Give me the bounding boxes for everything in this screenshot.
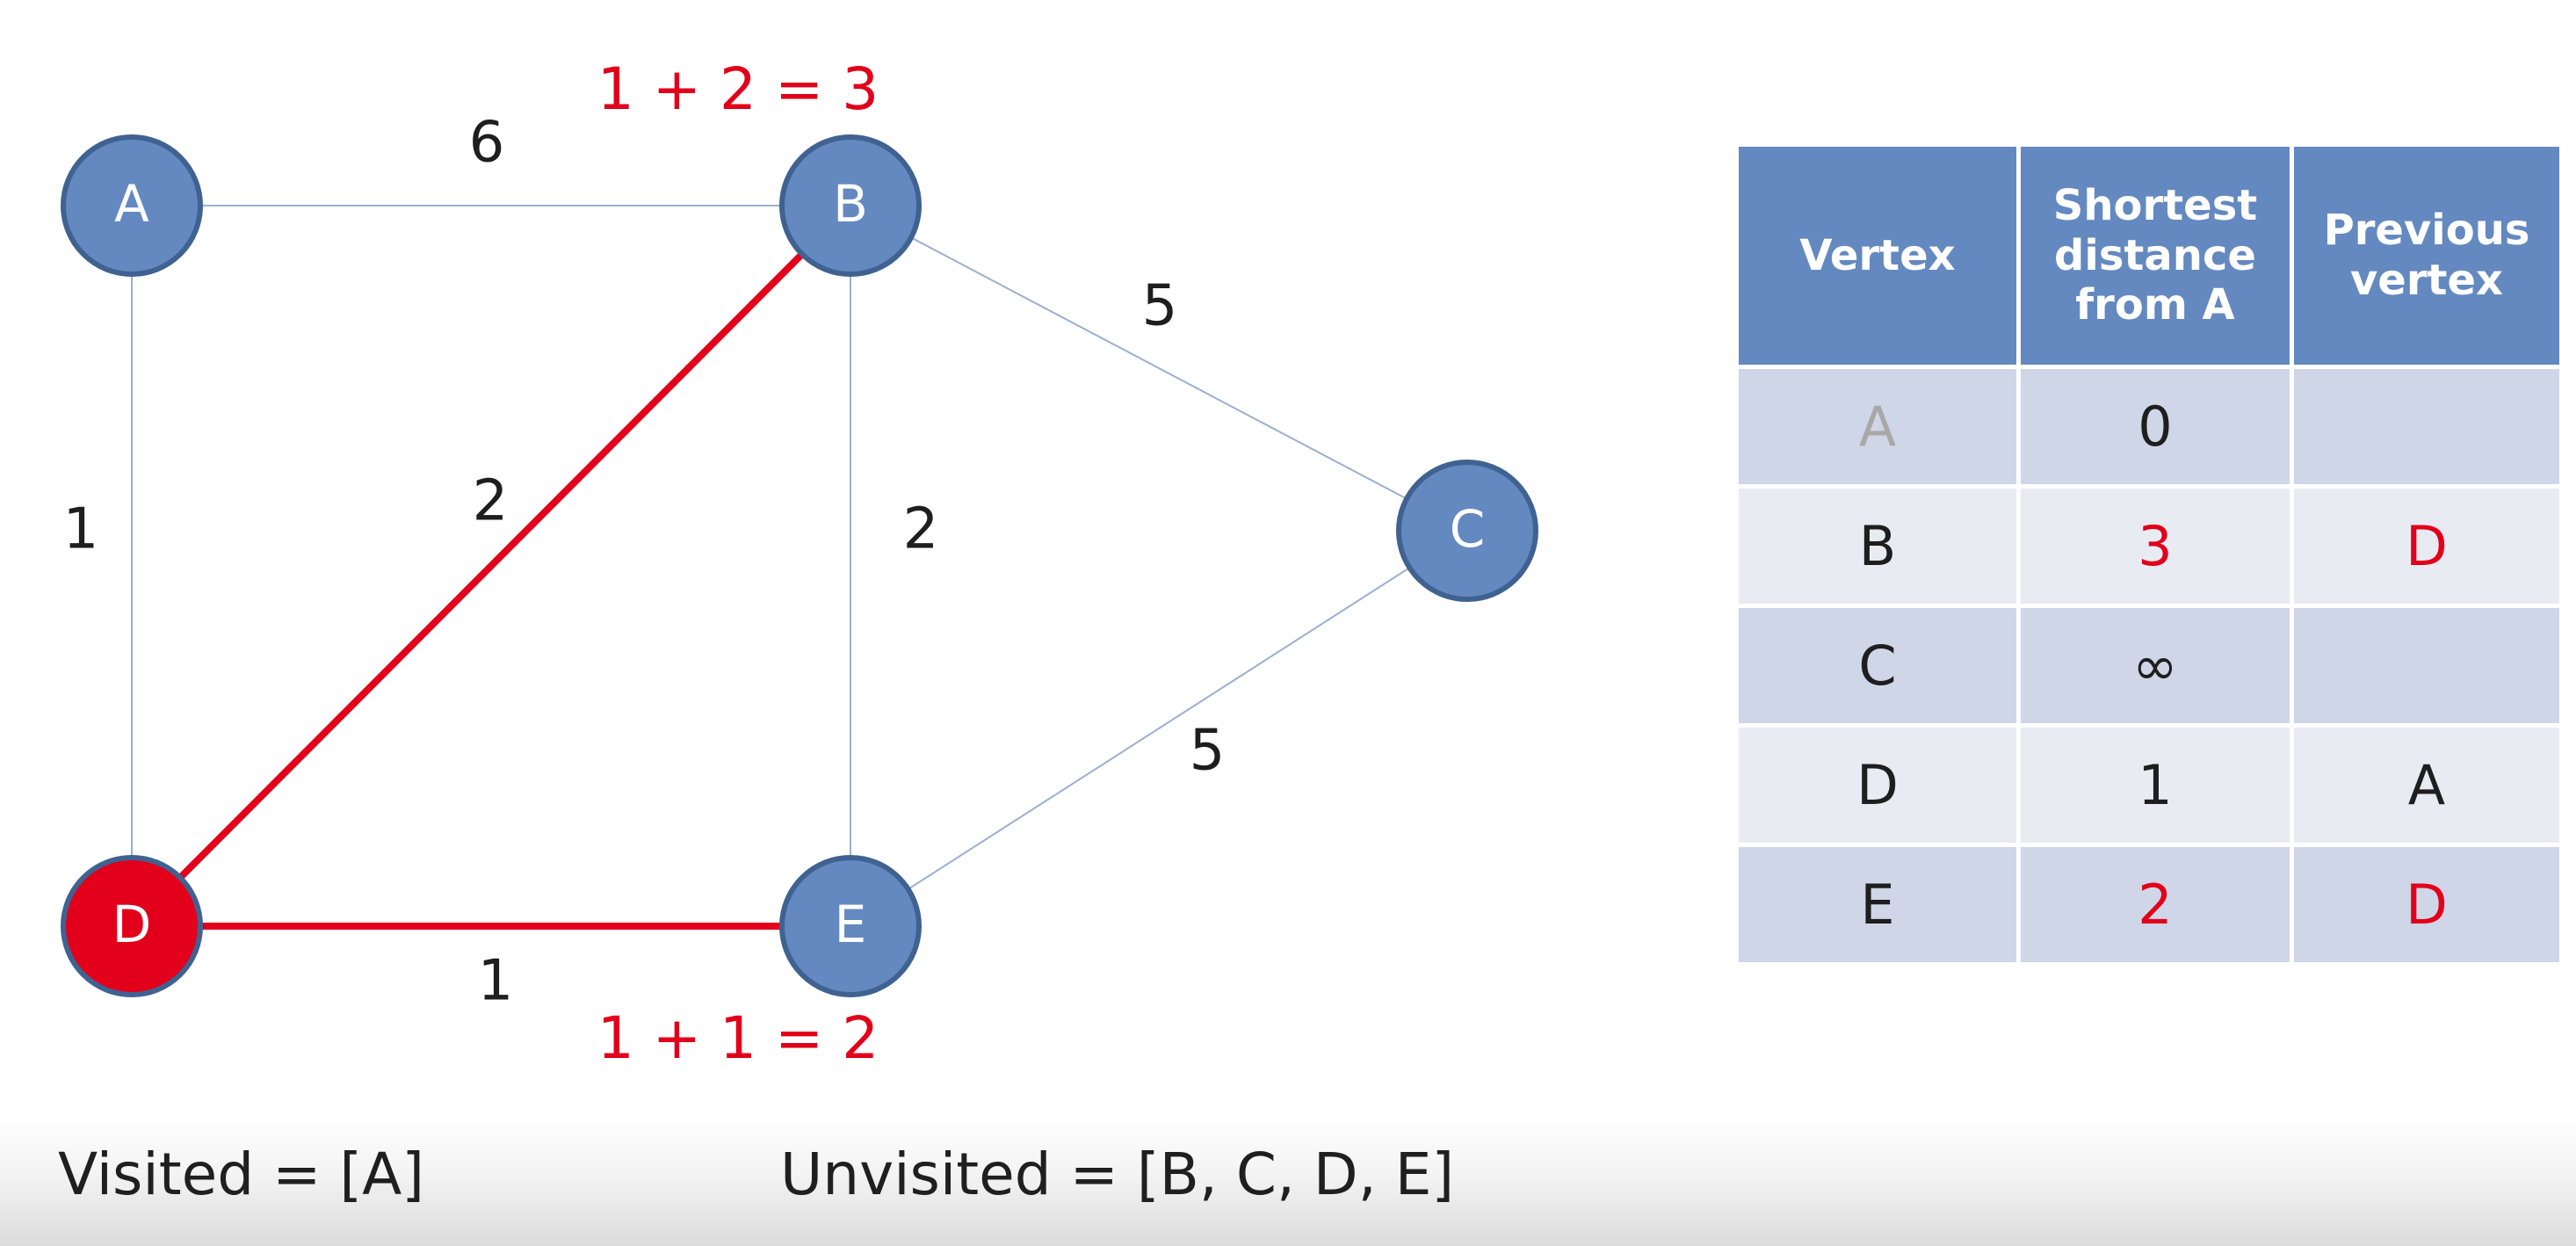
weight-d-e: 1 xyxy=(478,949,514,1014)
cell-distance: 1 xyxy=(2021,728,2290,843)
cell-distance: 2 xyxy=(2021,847,2290,962)
graph-diagram: 6 1 2 2 5 5 1 A B C D E 1 + 2 = 3 1 + 1 = 2 xyxy=(61,55,1538,1072)
cell-vertex: A xyxy=(1739,369,2016,484)
node-circle xyxy=(61,855,203,997)
cell-distance: 0 xyxy=(2021,369,2290,484)
weight-a-b: 6 xyxy=(469,111,505,176)
edges xyxy=(129,203,1468,930)
footer-band xyxy=(0,1116,2576,1246)
header-previous: Previous vertex xyxy=(2294,147,2559,365)
cell-previous: A xyxy=(2294,728,2559,843)
cell-previous: D xyxy=(2294,847,2559,962)
visited-list: Visited = [A] xyxy=(58,1141,425,1208)
weight-b-c: 5 xyxy=(1142,274,1178,339)
node-b: B xyxy=(779,134,922,277)
weight-b-e: 2 xyxy=(903,497,939,562)
cell-previous xyxy=(2294,608,2559,723)
distance-annotations: 1 + 2 = 3 1 + 1 = 2 xyxy=(597,55,879,1072)
table-row: B 3 D xyxy=(1739,489,2559,604)
annotation-e: 1 + 1 = 2 xyxy=(597,1004,879,1072)
table-row: D 1 A xyxy=(1739,728,2559,843)
node-label: B xyxy=(833,174,868,234)
node-circle xyxy=(779,855,922,997)
header-previous-line2: vertex xyxy=(2350,256,2503,305)
header-previous-line1: Previous xyxy=(2323,206,2530,256)
weight-a-d: 1 xyxy=(63,497,99,562)
table-row: E 2 D xyxy=(1739,847,2559,962)
node-label: E xyxy=(835,895,867,954)
node-a: A xyxy=(61,134,203,277)
cell-vertex: C xyxy=(1739,608,2016,723)
node-d: D xyxy=(61,855,203,997)
edge-c-e xyxy=(850,530,1468,927)
header-vertex-text: Vertex xyxy=(1799,230,1956,280)
header-distance-line3: from A xyxy=(2075,280,2235,330)
edge-weights: 6 1 2 2 5 5 1 xyxy=(63,111,1226,1014)
node-circle xyxy=(61,134,203,277)
edge-b-c xyxy=(850,205,1468,532)
node-e: E xyxy=(779,855,922,997)
header-distance-line1: Shortest xyxy=(2052,181,2258,231)
cell-previous: D xyxy=(2294,489,2559,604)
node-label: D xyxy=(112,895,152,954)
unvisited-list: Unvisited = [B, C, D, E] xyxy=(780,1141,1455,1208)
weight-b-d: 2 xyxy=(473,469,509,534)
edge-b-d xyxy=(129,203,853,929)
node-circle xyxy=(1396,460,1538,602)
weight-c-e: 5 xyxy=(1190,719,1226,784)
table-row: C ∞ xyxy=(1739,608,2559,723)
cell-vertex: B xyxy=(1739,489,2016,604)
node-label: A xyxy=(114,174,149,234)
cell-vertex: E xyxy=(1739,847,2016,962)
table-row: A 0 xyxy=(1739,369,2559,484)
distance-table: Vertex Shortest distance from A Previous… xyxy=(1734,142,2564,967)
cell-distance: ∞ xyxy=(2021,608,2290,723)
cell-distance: 3 xyxy=(2021,489,2290,604)
cell-previous xyxy=(2294,369,2559,484)
header-distance-line2: distance xyxy=(2054,230,2256,280)
cell-vertex: D xyxy=(1739,728,2016,843)
node-label: C xyxy=(1450,499,1486,559)
annotation-b: 1 + 2 = 3 xyxy=(597,55,879,123)
header-vertex: Vertex xyxy=(1739,147,2016,365)
header-distance: Shortest distance from A xyxy=(2021,147,2290,365)
nodes: A B C D E xyxy=(61,134,1538,997)
table-header-row: Vertex Shortest distance from A Previous… xyxy=(1739,147,2559,365)
node-circle xyxy=(779,134,922,277)
node-c: C xyxy=(1396,460,1538,602)
